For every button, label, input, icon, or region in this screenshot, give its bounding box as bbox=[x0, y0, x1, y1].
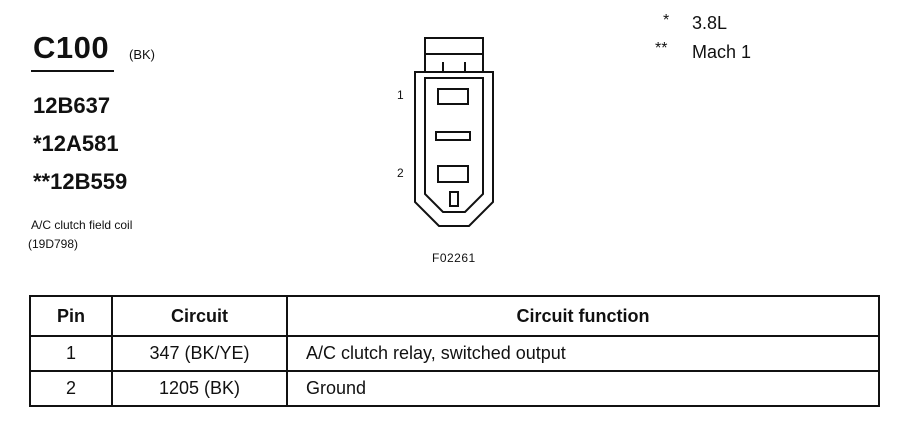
pin-table: Pin Circuit Circuit function 1 347 (BK/Y… bbox=[29, 295, 880, 407]
column-header: Circuit bbox=[111, 295, 288, 337]
legend-symbol: ** bbox=[655, 40, 668, 57]
table-row: 1 347 (BK/YE) A/C clutch relay, switched… bbox=[29, 335, 880, 372]
terminal-cavity bbox=[437, 88, 469, 105]
circuit-cell: 347 (BK/YE) bbox=[111, 335, 288, 372]
part-number: 12B637 bbox=[33, 93, 111, 118]
pin-cell: 2 bbox=[29, 370, 113, 407]
terminal-cavity bbox=[437, 165, 469, 183]
part-number: **12B559 bbox=[33, 169, 128, 194]
connector-key bbox=[449, 191, 459, 207]
pin-label: 1 bbox=[397, 88, 404, 102]
legend-text: Mach 1 bbox=[692, 42, 752, 62]
pin-cell: 1 bbox=[29, 335, 113, 372]
table-header-row: Pin Circuit Circuit function bbox=[29, 295, 880, 337]
connector-face-diagram bbox=[414, 37, 494, 227]
function-cell: Ground bbox=[286, 370, 880, 407]
legend-symbol: * bbox=[663, 12, 670, 29]
center-slot bbox=[435, 131, 471, 141]
circuit-cell: 1205 (BK) bbox=[111, 370, 288, 407]
connector-id-underline bbox=[31, 70, 114, 72]
connector-housing bbox=[414, 71, 494, 227]
component-reference: (19D798) bbox=[28, 237, 79, 251]
connector-color-code: (BK) bbox=[129, 47, 155, 62]
column-header: Pin bbox=[29, 295, 113, 337]
part-number: *12A581 bbox=[33, 131, 119, 156]
legend-text: 3.8L bbox=[692, 13, 728, 33]
pin-label: 2 bbox=[397, 166, 404, 180]
table-row: 2 1205 (BK) Ground bbox=[29, 370, 880, 407]
component-description: A/C clutch field coil bbox=[31, 218, 133, 232]
figure-id: F02261 bbox=[432, 251, 476, 265]
connector-id: C100 bbox=[33, 30, 110, 65]
connector-inner-housing bbox=[424, 77, 484, 213]
function-cell: A/C clutch relay, switched output bbox=[286, 335, 880, 372]
column-header: Circuit function bbox=[286, 295, 880, 337]
